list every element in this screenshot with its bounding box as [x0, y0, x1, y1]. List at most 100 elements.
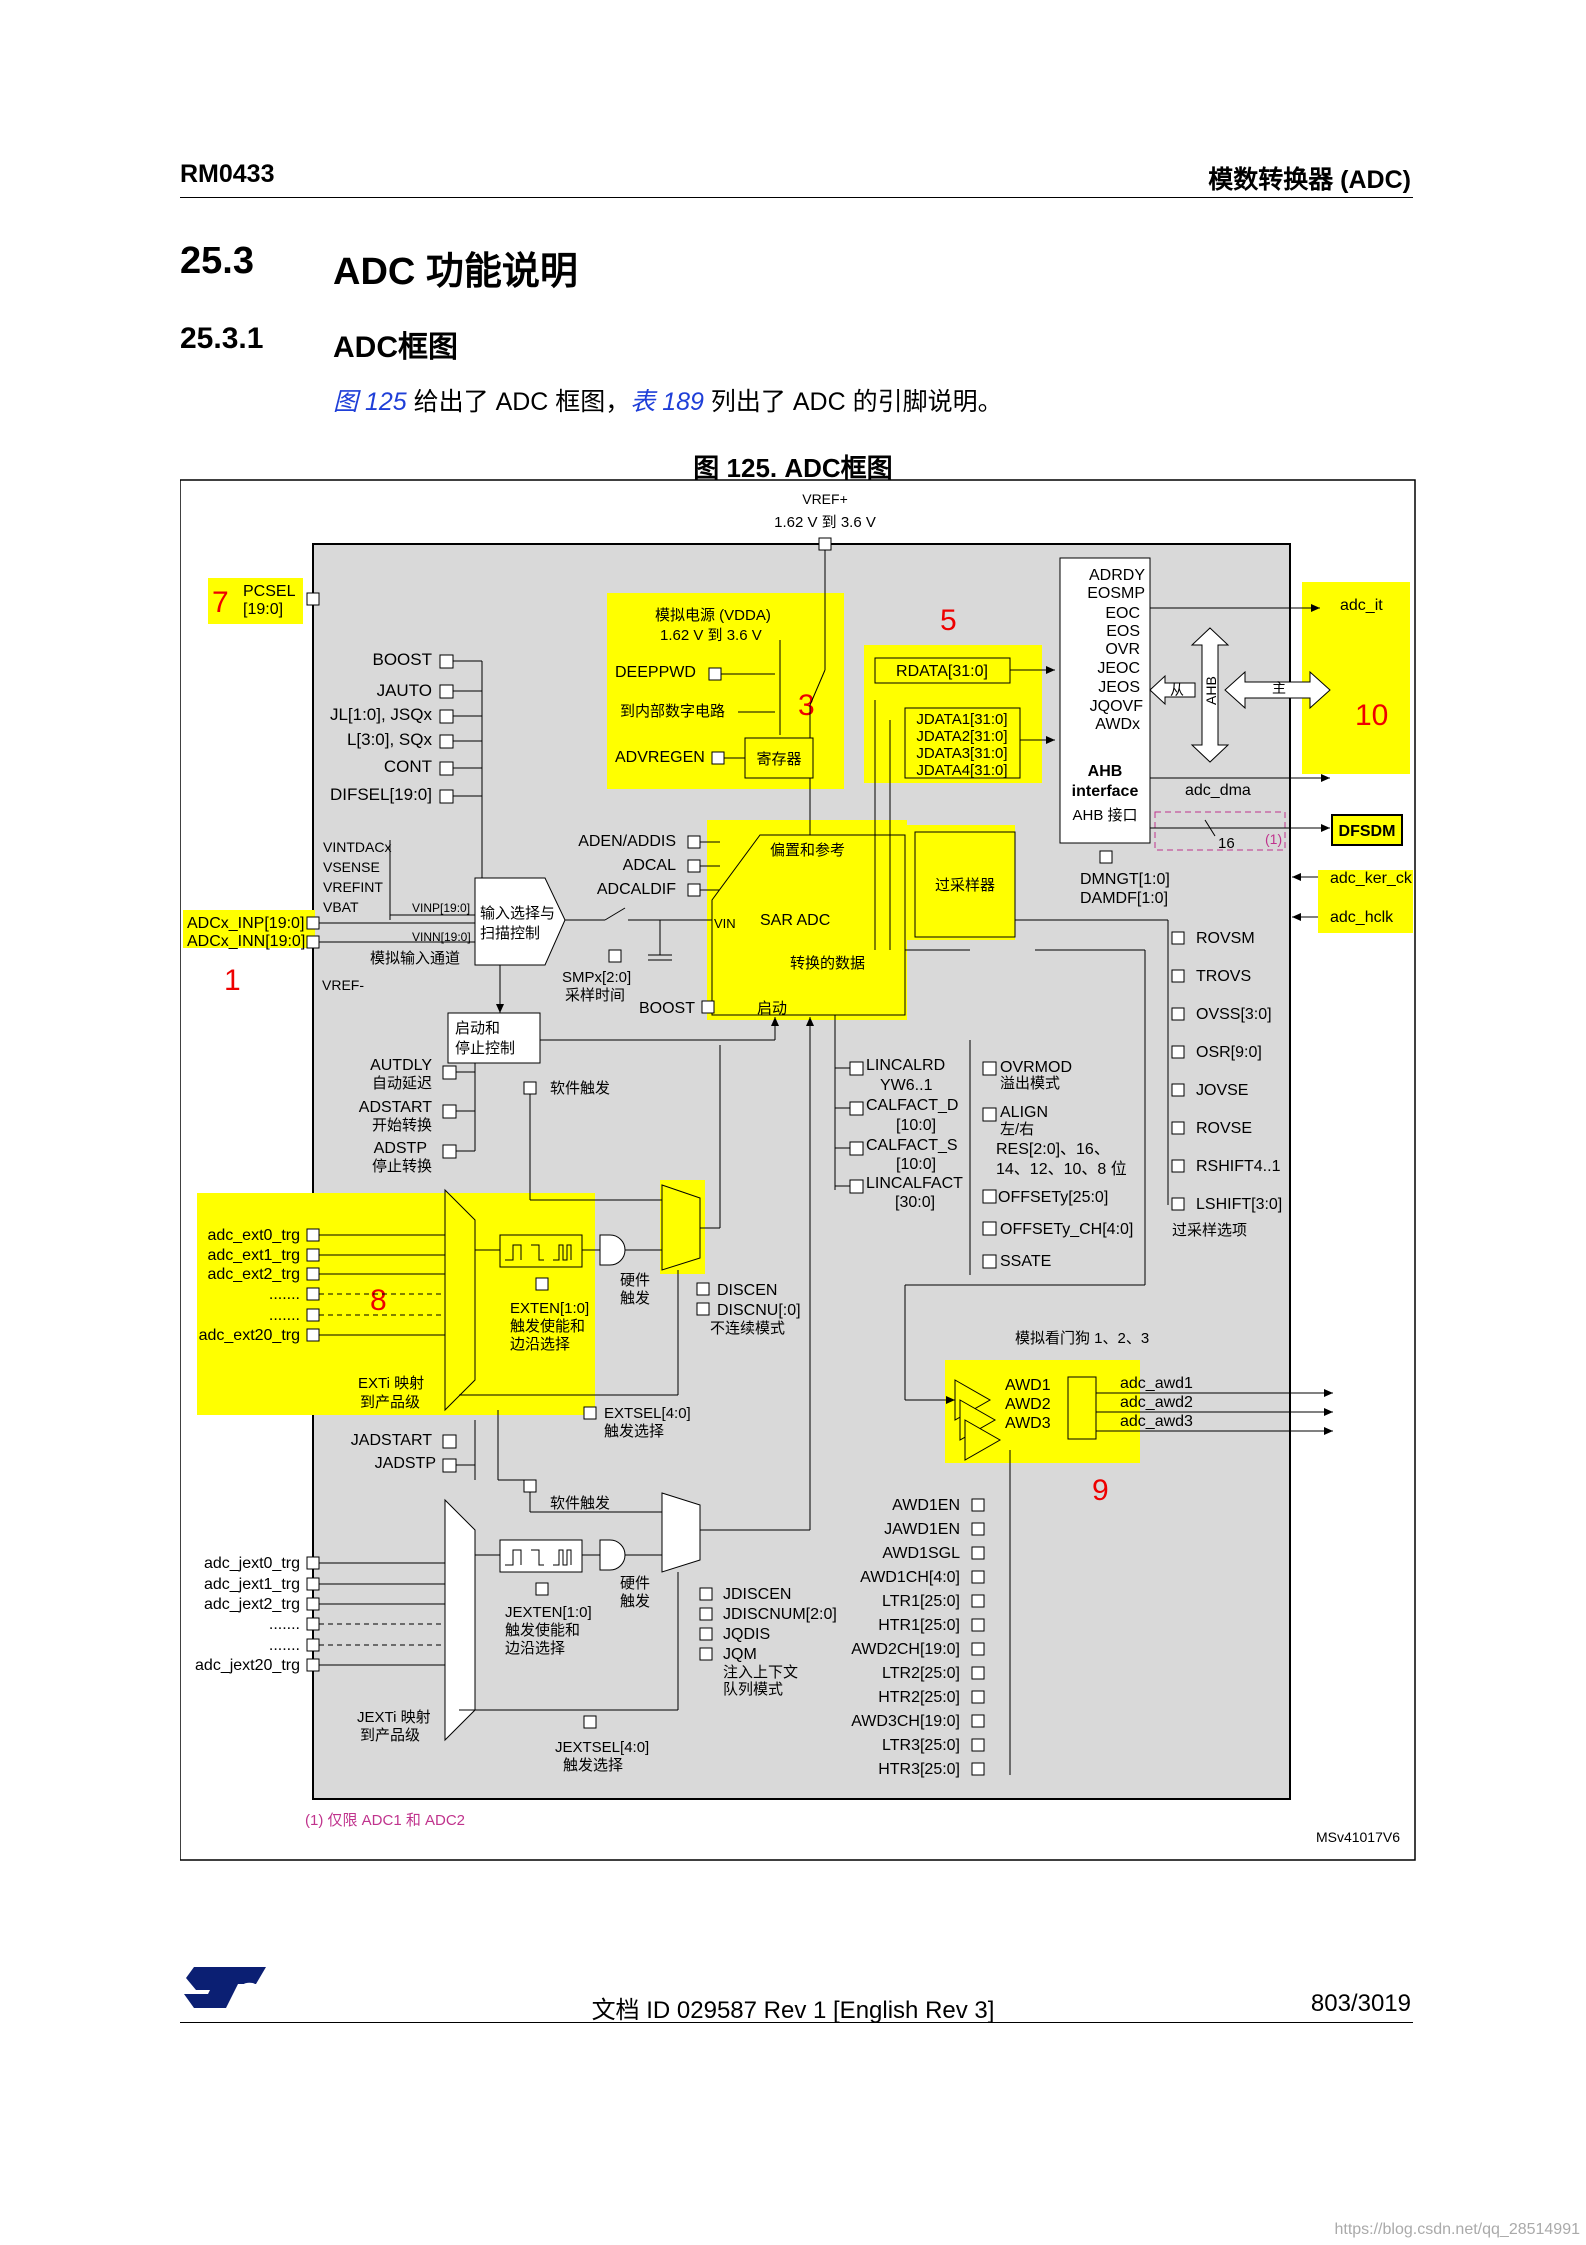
intro-text-end: 列出了 ADC 的引脚说明。: [703, 388, 1003, 416]
svg-text:边沿选择: 边沿选择: [510, 1336, 570, 1353]
svg-text:(1): (1): [1265, 831, 1282, 847]
svg-text:HTR1[25:0]: HTR1[25:0]: [878, 1617, 960, 1634]
svg-text:16: 16: [1218, 835, 1235, 852]
svg-text:ADSTP: ADSTP: [374, 1140, 427, 1157]
svg-text:JQDIS: JQDIS: [723, 1626, 770, 1643]
svg-text:扫描控制: 扫描控制: [480, 925, 540, 942]
svg-text:VIN: VIN: [714, 916, 736, 931]
j-trigger-and-gate: [599, 1539, 626, 1571]
extsel-label: EXTSEL[4:0]: [604, 1405, 691, 1422]
dfsdm-block[interactable]: [1331, 814, 1403, 846]
svg-text:到产品级: 到产品级: [360, 1394, 420, 1411]
adc-inn-pin-label: ADCx_INN[19:0]: [187, 933, 305, 950]
svg-text:ADEN/ADDIS: ADEN/ADDIS: [578, 833, 676, 850]
svg-text:JL[1:0], JSQx: JL[1:0], JSQx: [330, 705, 433, 724]
svg-text:JADSTART: JADSTART: [351, 1432, 432, 1449]
analog-channels-label: 模拟输入通道: [370, 950, 460, 967]
svg-text:adc_ext20_trg: adc_ext20_trg: [199, 1327, 300, 1344]
svg-text:输入选择与: 输入选择与: [480, 905, 555, 922]
svg-text:JEOC: JEOC: [1097, 660, 1140, 677]
svg-text:adc_awd1: adc_awd1: [1120, 1375, 1193, 1392]
j-edge-detector: [499, 1539, 583, 1573]
svg-text:到产品级: 到产品级: [360, 1727, 420, 1744]
svg-text:CONT: CONT: [384, 757, 432, 776]
svg-text:AWD2CH[19:0]: AWD2CH[19:0]: [851, 1641, 960, 1658]
awd-title: 模拟看门狗 1、2、3: [1015, 1330, 1149, 1347]
svg-text:开始转换: 开始转换: [372, 1117, 432, 1134]
svg-text:adc_awd2: adc_awd2: [1120, 1394, 1193, 1411]
ahb-flags: ADRDY EOSMP EOC EOS OVR JEOC JEOS JQOVF …: [1087, 567, 1145, 733]
svg-text:.......: .......: [269, 1307, 300, 1324]
svg-text:7: 7: [212, 586, 229, 619]
svg-text:interface: interface: [1072, 783, 1139, 800]
jext-trigger-labels: adc_jext0_trg adc_jext1_trg adc_jext2_tr…: [195, 1555, 300, 1674]
svg-text:ADCALDIF: ADCALDIF: [597, 881, 676, 898]
svg-text:adc_jext1_trg: adc_jext1_trg: [204, 1576, 300, 1593]
svg-text:OSR[9:0]: OSR[9:0]: [1196, 1044, 1262, 1061]
svg-text:JDATA4[31:0]: JDATA4[31:0]: [916, 762, 1007, 779]
svg-text:EOS: EOS: [1106, 623, 1140, 640]
ahb-interface: [1059, 557, 1151, 844]
svg-text:EOC: EOC: [1105, 605, 1140, 622]
svg-text:adc_ext0_trg: adc_ext0_trg: [207, 1227, 300, 1244]
footer-page-number: 803/3019: [1310, 1990, 1411, 2017]
svg-text:LTR3[25:0]: LTR3[25:0]: [882, 1737, 960, 1754]
svg-text:JADSTP: JADSTP: [375, 1455, 436, 1472]
svg-text:JDATA2[31:0]: JDATA2[31:0]: [916, 728, 1007, 745]
st-logo: ST: [184, 1967, 270, 2008]
ext-trigger-labels: adc_ext0_trg adc_ext1_trg adc_ext2_trg .…: [199, 1227, 300, 1344]
chapter-header: 模数转换器 (ADC): [1208, 166, 1411, 194]
intro-paragraph: 图 125 给出了 ADC 框图，表 189 列出了 ADC 的引脚说明。: [333, 382, 1003, 418]
svg-text:AWD2: AWD2: [1005, 1396, 1051, 1413]
section-title: ADC 功能说明: [333, 251, 578, 293]
svg-text:CALFACT_D: CALFACT_D: [866, 1097, 958, 1114]
section-number: 25.3: [180, 240, 254, 282]
svg-text:9: 9: [1092, 1474, 1109, 1507]
svg-text:RSHIFT4..1: RSHIFT4..1: [1196, 1158, 1281, 1175]
svg-text:AWD3: AWD3: [1005, 1415, 1051, 1432]
svg-text:触发选择: 触发选择: [563, 1757, 623, 1774]
figure-link[interactable]: 图 125: [333, 388, 407, 416]
awd-outputs: adc_awd1 adc_awd2 adc_awd3: [1120, 1375, 1193, 1430]
svg-text:注入上下文: 注入上下文: [723, 1664, 798, 1681]
svg-text:停止转换: 停止转换: [372, 1158, 432, 1175]
svg-text:硬件: 硬件: [620, 1272, 650, 1289]
svg-text:LINCALRD: LINCALRD: [866, 1057, 945, 1074]
svg-text:.......: .......: [269, 1637, 300, 1654]
register-block: [744, 737, 814, 779]
adc-inn-pin: [306, 935, 320, 949]
svg-text:8: 8: [370, 1284, 387, 1317]
jad-regs: JADSTART JADSTP: [351, 1432, 436, 1472]
svg-text:VSENSE: VSENSE: [323, 859, 380, 875]
svg-text:adc_ext2_trg: adc_ext2_trg: [207, 1266, 300, 1283]
boost-reg-label: BOOST: [639, 1000, 695, 1017]
svg-text:队列模式: 队列模式: [723, 1681, 783, 1698]
svg-text:EOSMP: EOSMP: [1087, 585, 1145, 602]
advregen-label: ADVREGEN: [615, 749, 705, 766]
svg-text:转换的数据: 转换的数据: [790, 955, 865, 972]
svg-text:ADRDY: ADRDY: [1089, 567, 1145, 584]
digital-circuit-label: 到内部数字电路: [620, 703, 725, 720]
svg-text:DIFSEL[19:0]: DIFSEL[19:0]: [330, 785, 432, 804]
table-link[interactable]: 表 189: [630, 388, 704, 416]
svg-text:adc_jext20_trg: adc_jext20_trg: [195, 1657, 300, 1674]
dmngt-label: DMNGT[1:0]: [1080, 871, 1170, 888]
ext-trigger-mux: [444, 1188, 476, 1412]
svg-text:DFSDM: DFSDM: [1339, 823, 1396, 840]
svg-text:LSHIFT[3:0]: LSHIFT[3:0]: [1196, 1196, 1282, 1213]
adc-dma-label: adc_dma: [1185, 782, 1251, 799]
calibration-regs: LINCALRD YW6..1 CALFACT_D [10:0] CALFACT…: [866, 1057, 963, 1211]
vinn-label: VINN[19:0]: [412, 930, 471, 944]
damdf-label: DAMDF[1:0]: [1080, 890, 1168, 907]
svg-text:10: 10: [1355, 699, 1388, 732]
edge-detector: [499, 1234, 583, 1268]
svg-text:5: 5: [940, 604, 957, 637]
svg-text:.......: .......: [269, 1616, 300, 1633]
adc-control-regs: ADEN/ADDIS ADCAL ADCALDIF: [578, 833, 676, 898]
svg-text:[30:0]: [30:0]: [895, 1194, 935, 1211]
svg-text:YW6..1: YW6..1: [880, 1077, 933, 1094]
svg-text:JQM: JQM: [723, 1646, 757, 1663]
oversampler: [914, 831, 1016, 938]
svg-text:BOOST: BOOST: [372, 650, 432, 669]
svg-text:触发使能和: 触发使能和: [510, 1318, 585, 1335]
